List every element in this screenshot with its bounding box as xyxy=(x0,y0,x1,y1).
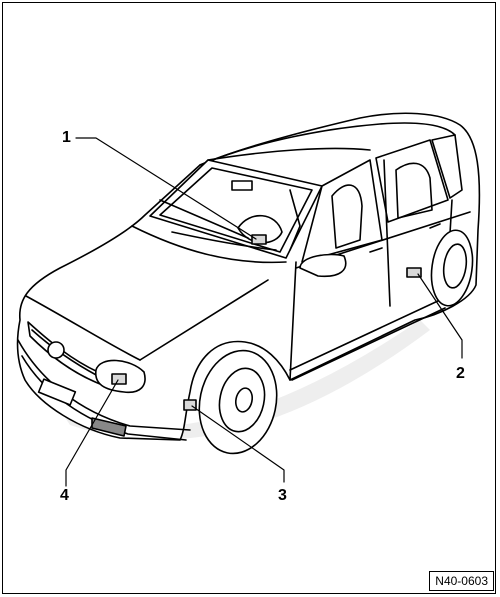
front-hub xyxy=(218,367,266,433)
seat-back xyxy=(289,189,301,251)
leader-line-3 xyxy=(191,405,285,483)
front-door xyxy=(289,261,297,381)
callout-4: 4 xyxy=(60,487,69,504)
figure-reference: N40-0603 xyxy=(429,571,494,591)
sill-lower xyxy=(291,307,446,381)
quarter-window xyxy=(431,134,463,199)
rear-door-window xyxy=(375,139,449,223)
sensor-2-sill xyxy=(406,267,422,278)
leader-line-2 xyxy=(417,273,463,359)
front-wheel xyxy=(198,349,278,455)
roof xyxy=(199,122,456,166)
rear-hub xyxy=(442,243,468,289)
callout-3: 3 xyxy=(278,487,287,504)
rear-wheel xyxy=(430,229,474,307)
license-plate-area xyxy=(37,378,77,406)
rear-view-mirror xyxy=(231,180,253,191)
hood-crease xyxy=(139,279,269,361)
sill xyxy=(289,299,441,371)
hood-rear xyxy=(131,225,287,264)
callout-2: 2 xyxy=(456,365,465,382)
dashboard xyxy=(171,231,277,251)
vw-badge xyxy=(47,341,65,359)
leader-line-4 xyxy=(65,379,119,487)
door-handle-front xyxy=(369,247,383,253)
sensor-4-headlight xyxy=(111,373,127,385)
roof-edge xyxy=(207,147,371,161)
sensor-1-windshield xyxy=(251,234,267,245)
callout-1: 1 xyxy=(62,129,71,146)
front-hub-center xyxy=(234,387,254,413)
hood-front xyxy=(25,295,141,361)
diagram-frame xyxy=(2,2,496,594)
door-handle-rear xyxy=(429,223,441,229)
door-divider xyxy=(383,159,391,307)
interior-line xyxy=(159,199,249,239)
side-mirror xyxy=(299,253,347,278)
rear-seat xyxy=(395,162,433,219)
front-seat xyxy=(331,184,363,249)
sensor-3-bumper xyxy=(183,399,197,411)
leader-line-1 xyxy=(75,137,257,240)
windshield-inner xyxy=(159,167,313,253)
